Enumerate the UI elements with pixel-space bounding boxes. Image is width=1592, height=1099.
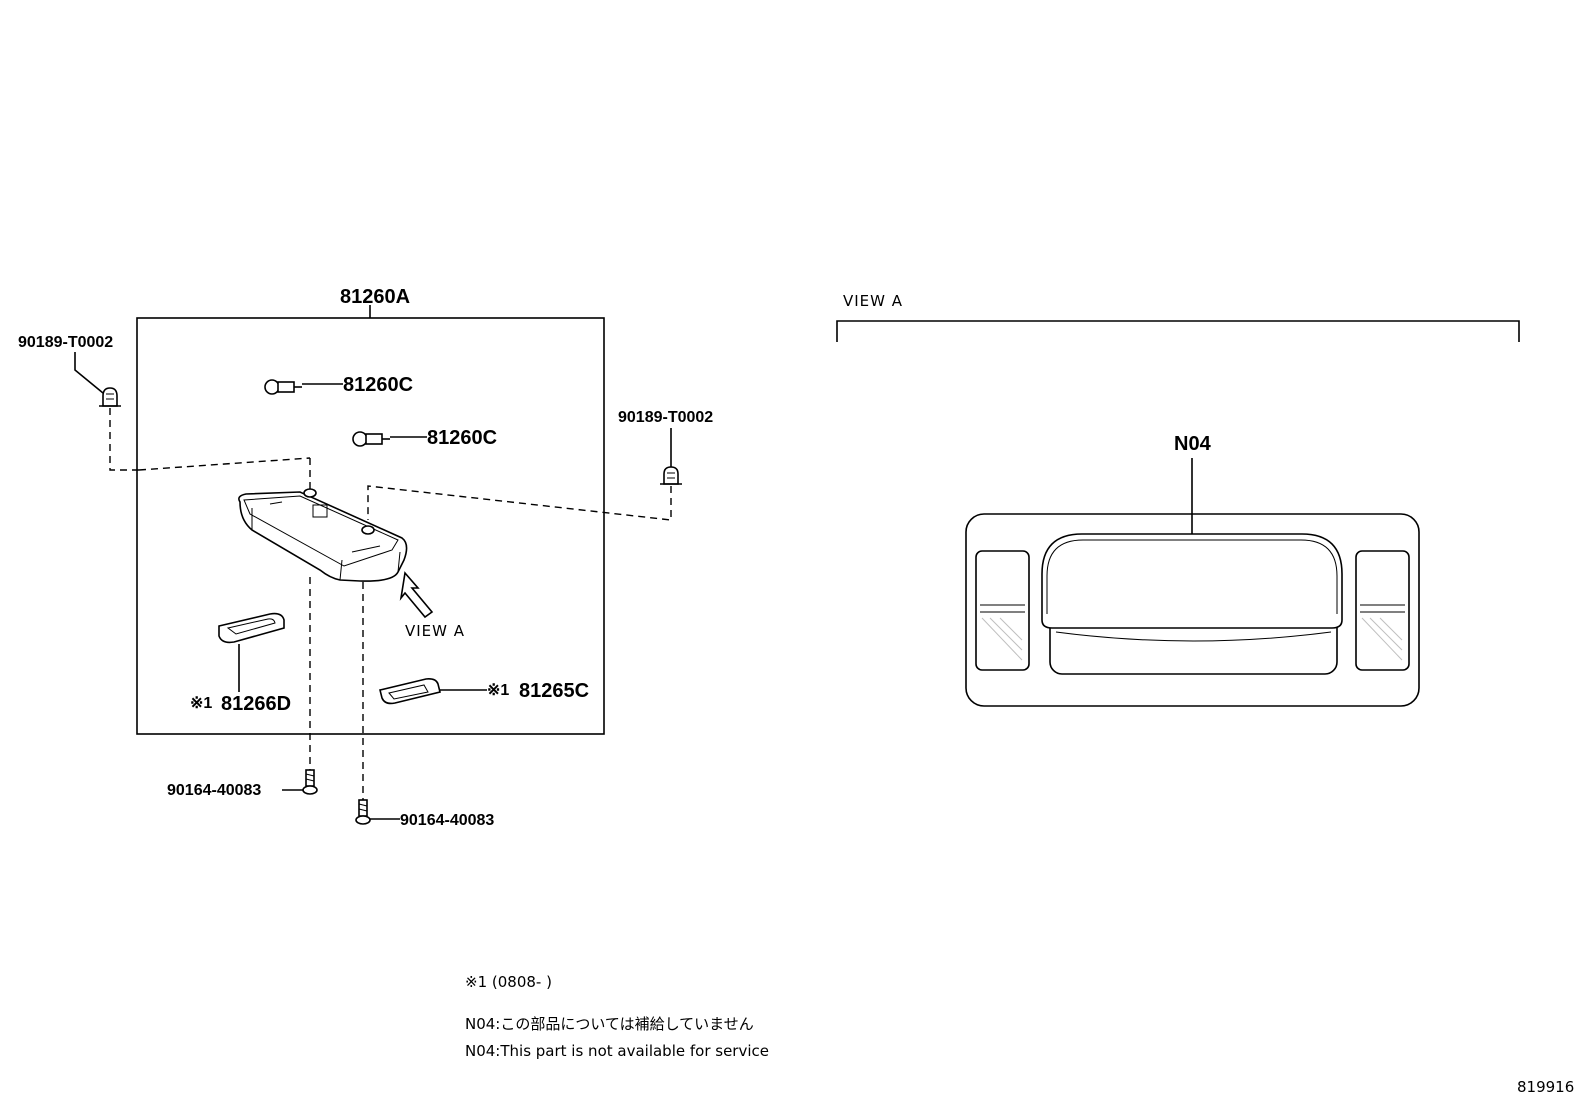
- clip-left-dash: [109, 408, 139, 471]
- lens-left-prefix: ※1: [190, 695, 212, 712]
- screw-left-label[interactable]: 90164-40083: [167, 782, 261, 799]
- lens-right-label[interactable]: 81265C: [519, 680, 589, 702]
- clip-left-leader: [74, 352, 104, 394]
- view-a-housing: [965, 513, 1420, 707]
- lens-left-part: [218, 612, 285, 644]
- illustration-id: 819916: [1517, 1078, 1574, 1096]
- footnote: ※1 (0808- ): [465, 973, 552, 991]
- clip-right-label[interactable]: 90189-T0002: [618, 409, 713, 426]
- lamp-housing: [238, 488, 408, 582]
- clip-left-label[interactable]: 90189-T0002: [18, 334, 113, 351]
- lens-right-prefix: ※1: [487, 682, 509, 699]
- lens-left-label[interactable]: 81266D: [221, 693, 291, 715]
- screw-right-part: [355, 799, 371, 825]
- note-n04-en: N04:This part is not available for servi…: [465, 1042, 769, 1060]
- view-arrow-label: VIEW A: [405, 622, 465, 640]
- view-a-title: VIEW A: [843, 292, 903, 310]
- bulb-lower-part: [352, 431, 390, 447]
- view-a-callout[interactable]: N04: [1174, 433, 1212, 455]
- view-arrow-icon: [399, 571, 434, 619]
- bulb-lower-label[interactable]: 81260C: [427, 427, 497, 449]
- bulb-upper-part: [264, 379, 302, 395]
- assembly-label[interactable]: 81260A: [340, 286, 410, 308]
- bulb-upper-label[interactable]: 81260C: [343, 374, 413, 396]
- screw-left-part: [302, 769, 318, 795]
- lens-right-part: [379, 678, 441, 705]
- clip-right-dash: [367, 485, 672, 521]
- clip-right-part: [660, 466, 682, 485]
- view-a-bracket: [836, 320, 1520, 342]
- screw-right-label[interactable]: 90164-40083: [400, 812, 494, 829]
- clip-left-part: [99, 387, 121, 407]
- note-n04-jp: N04:この部品については補給していません: [465, 1015, 754, 1033]
